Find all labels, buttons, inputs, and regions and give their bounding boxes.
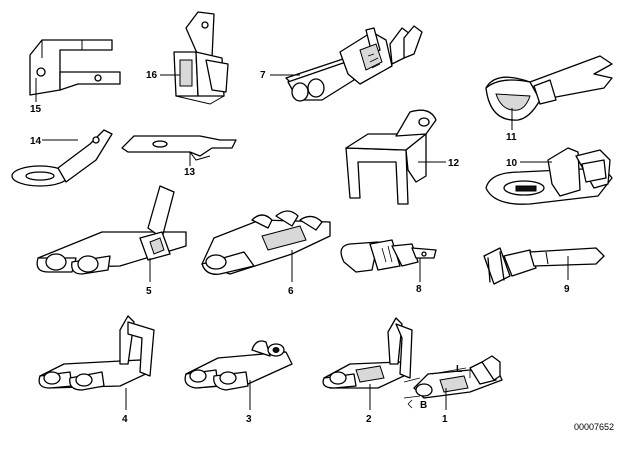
label-4: 4	[122, 414, 128, 425]
dimension-width: B	[420, 400, 427, 411]
label-10: 10	[506, 158, 518, 169]
part-15-drawing	[29, 39, 121, 96]
label-8: 8	[416, 284, 422, 295]
part-9-drawing	[483, 247, 605, 285]
label-16: 16	[146, 70, 158, 81]
label-5: 5	[146, 286, 152, 297]
part-16-drawing	[173, 11, 229, 105]
label-9: 9	[564, 284, 570, 295]
label-14: 14	[30, 136, 42, 147]
part-1-drawing	[403, 355, 503, 409]
part-8-drawing	[340, 239, 437, 273]
part-7-drawing	[285, 25, 423, 102]
part-14-drawing	[11, 129, 113, 187]
part-2-drawing	[322, 317, 413, 389]
part-13-drawing	[121, 135, 237, 161]
part-5-drawing	[36, 185, 187, 275]
part-4-drawing	[38, 315, 155, 391]
part-11-drawing	[485, 55, 613, 121]
label-3: 3	[246, 414, 252, 425]
label-1: 1	[442, 414, 448, 425]
label-2: 2	[366, 414, 372, 425]
document-id: 00007652	[574, 422, 614, 432]
label-13: 13	[184, 167, 196, 178]
label-6: 6	[288, 286, 294, 297]
label-12: 12	[448, 158, 460, 169]
dimension-length: L	[456, 364, 462, 375]
part-6-drawing	[201, 210, 331, 275]
part-3-drawing	[184, 340, 293, 391]
label-7: 7	[260, 70, 266, 81]
label-15: 15	[30, 104, 42, 115]
part-12-drawing	[345, 109, 437, 205]
label-11: 11	[506, 132, 517, 143]
part-10-drawing	[485, 147, 613, 205]
